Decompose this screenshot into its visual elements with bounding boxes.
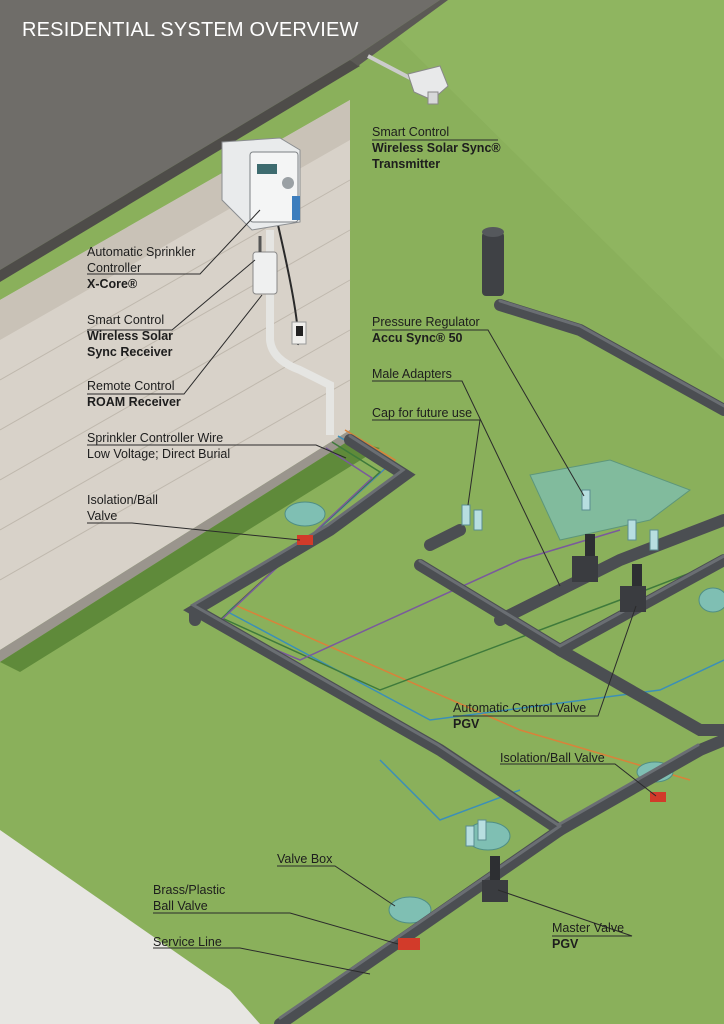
label-smart-receiver: Smart Control Wireless Solar Sync Receiv…	[87, 312, 173, 360]
foundation	[0, 430, 350, 662]
label-line: Isolation/Ball	[87, 493, 158, 507]
label-line: Sprinkler Controller Wire	[87, 431, 224, 445]
label-line: Isolation/Ball Valve	[500, 751, 605, 765]
label-line-bold: PGV	[453, 717, 480, 731]
label-line: Smart Control	[372, 125, 450, 139]
label-line: Service Line	[153, 935, 222, 949]
solar-sync-transmitter	[367, 54, 449, 105]
label-isolation-valve-left: Isolation/Ball Valve	[87, 492, 158, 524]
leader-lines	[87, 139, 657, 975]
pipes	[183, 299, 724, 1024]
roof-edge	[0, 60, 360, 282]
label-line: Master Valve	[552, 921, 625, 935]
house-wall	[0, 100, 350, 650]
label-line-bold: Wireless Solar	[87, 329, 174, 343]
plug	[296, 326, 303, 336]
label-line: Smart Control	[87, 313, 165, 327]
lawn-highlight	[360, 0, 724, 360]
label-male-adapters: Male Adapters	[372, 366, 452, 382]
label-cap: Cap for future use	[372, 405, 472, 421]
label-automatic-control-valve: Automatic Control Valve PGV	[453, 700, 586, 732]
label-line: Controller	[87, 261, 142, 275]
roof	[0, 0, 440, 270]
label-line-bold: Sync Receiver	[87, 345, 173, 359]
sidewalk	[0, 830, 260, 1024]
label-pressure-regulator: Pressure Regulator Accu Sync® 50	[372, 314, 480, 346]
ball-valves	[297, 535, 666, 950]
label-line: Valve Box	[277, 852, 333, 866]
grass-edge	[0, 440, 380, 672]
label-isolation-valve-right: Isolation/Ball Valve	[500, 750, 605, 766]
label-line: Low Voltage; Direct Burial	[87, 447, 231, 461]
label-smart-transmitter: Smart Control Wireless Solar Sync® Trans…	[372, 124, 501, 172]
wireless-solar-sync-receiver	[252, 236, 278, 295]
label-line-bold: ROAM Receiver	[87, 395, 181, 409]
conduit	[266, 230, 334, 435]
label-controller-wire: Sprinkler Controller Wire Low Voltage; D…	[87, 430, 230, 462]
roof-fascia	[350, 0, 448, 66]
label-line: Remote Control	[87, 379, 175, 393]
label-master-valve: Master Valve PGV	[552, 920, 624, 952]
label-line-bold: PGV	[552, 937, 579, 951]
label-controller: Automatic Sprinkler Controller X-Core®	[87, 244, 195, 292]
valve-boxes	[284, 459, 724, 924]
label-line: Automatic Sprinkler	[87, 245, 196, 259]
label-line: Valve	[87, 509, 118, 523]
label-valve-box: Valve Box	[277, 851, 332, 867]
label-service-line: Service Line	[153, 934, 222, 950]
x-core-controller	[221, 137, 301, 231]
pipe-highlights	[190, 299, 724, 1020]
label-line: Cap for future use	[372, 406, 473, 420]
label-line-bold: X-Core®	[87, 277, 138, 291]
rotor-head	[482, 227, 504, 296]
label-line: Ball Valve	[153, 899, 208, 913]
label-line: Pressure Regulator	[372, 315, 480, 329]
label-line-bold: Accu Sync® 50	[372, 331, 463, 345]
label-brass-ball-valve: Brass/Plastic Ball Valve	[153, 882, 225, 914]
label-roam-receiver: Remote Control ROAM Receiver	[87, 378, 181, 410]
label-line-bold: Transmitter	[372, 157, 441, 171]
label-line-bold: Wireless Solar Sync®	[372, 141, 501, 155]
label-line: Automatic Control Valve	[453, 701, 587, 715]
adapters	[461, 489, 659, 847]
label-line: Male Adapters	[372, 367, 452, 381]
control-valves	[482, 534, 646, 902]
label-line: Brass/Plastic	[153, 883, 226, 897]
page-title: RESIDENTIAL SYSTEM OVERVIEW	[22, 19, 359, 41]
